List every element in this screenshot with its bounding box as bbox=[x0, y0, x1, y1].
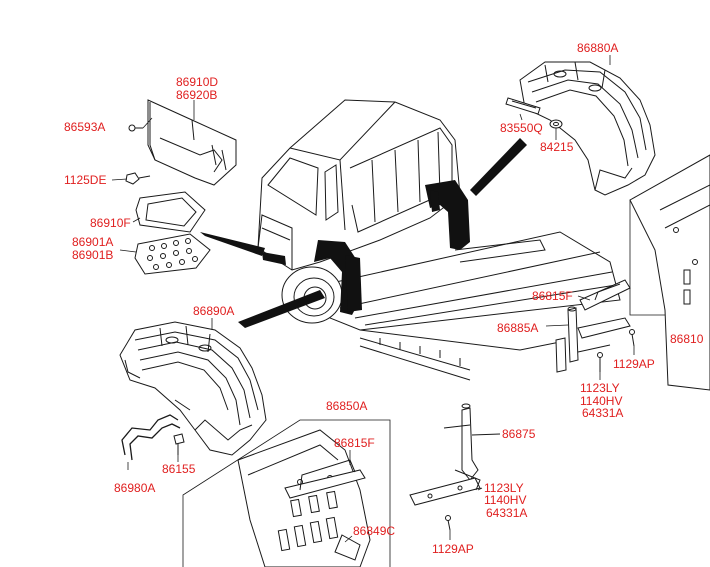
leader-86849C bbox=[344, 535, 353, 543]
nut-84215 bbox=[549, 119, 563, 140]
label-1125DE: 1125DE bbox=[64, 173, 107, 187]
part-86815F-bracket-bottom bbox=[284, 450, 366, 499]
part-86901A-pad bbox=[119, 233, 211, 275]
label-64331A-right: 64331A bbox=[582, 406, 624, 420]
label-86910D: 86910D bbox=[176, 75, 219, 89]
label-86890A: 86890A bbox=[193, 304, 235, 318]
pointer-front-lower bbox=[238, 290, 325, 328]
part-86880A-wheel-house bbox=[519, 55, 656, 196]
pointer-rear bbox=[470, 138, 527, 196]
bolt-1129AP-right bbox=[629, 329, 635, 355]
label-64331A-bottom: 64331A bbox=[486, 506, 528, 520]
bolt-1125DE bbox=[111, 172, 151, 185]
bolt-1123LY-right bbox=[597, 352, 603, 380]
label-86815F-bottom: 86815F bbox=[334, 436, 375, 450]
part-86890A-wheel-house bbox=[119, 318, 267, 456]
label-1140HV-right: 1140HV bbox=[580, 394, 623, 408]
label-83550Q: 83550Q bbox=[500, 121, 543, 135]
clip-86155 bbox=[173, 433, 185, 462]
part-86910D-bracket bbox=[147, 99, 237, 186]
label-86901A: 86901A bbox=[72, 235, 114, 249]
label-1123LY-right: 1123LY bbox=[580, 381, 620, 395]
label-86810: 86810 bbox=[670, 332, 704, 346]
part-86910F-pad bbox=[132, 191, 206, 233]
label-86980A: 86980A bbox=[114, 481, 156, 495]
label-86155: 86155 bbox=[162, 462, 196, 476]
label-86901B: 86901B bbox=[72, 248, 114, 262]
label-86815F-right: 86815F bbox=[532, 289, 573, 303]
label-86920B: 86920B bbox=[176, 88, 218, 102]
label-1123LY-bottom: 1123LY bbox=[484, 481, 524, 495]
part-86810-panel bbox=[629, 154, 710, 391]
label-86880A: 86880A bbox=[577, 41, 619, 55]
pointer-front-upper bbox=[200, 232, 265, 256]
label-86910F: 86910F bbox=[90, 216, 131, 230]
truck-illustration bbox=[257, 99, 621, 381]
label-86875: 86875 bbox=[502, 427, 536, 441]
label-86849C: 86849C bbox=[353, 524, 396, 538]
part-86980A-hose bbox=[121, 414, 181, 470]
label-84215: 84215 bbox=[540, 140, 574, 154]
bolt-86593A bbox=[128, 117, 153, 132]
part-83550Q-plate bbox=[505, 97, 541, 121]
label-86593A: 86593A bbox=[64, 120, 106, 134]
part-86885A-stay bbox=[545, 306, 631, 373]
label-86850A: 86850A bbox=[326, 399, 368, 413]
label-1129AP-bottom: 1129AP bbox=[432, 542, 474, 556]
part-86875-stay bbox=[409, 403, 501, 540]
label-1140HV-bottom: 1140HV bbox=[484, 493, 527, 507]
label-1129AP-right: 1129AP bbox=[613, 357, 655, 371]
part-86815F-bracket-right bbox=[577, 279, 631, 311]
label-86885A: 86885A bbox=[497, 321, 539, 335]
